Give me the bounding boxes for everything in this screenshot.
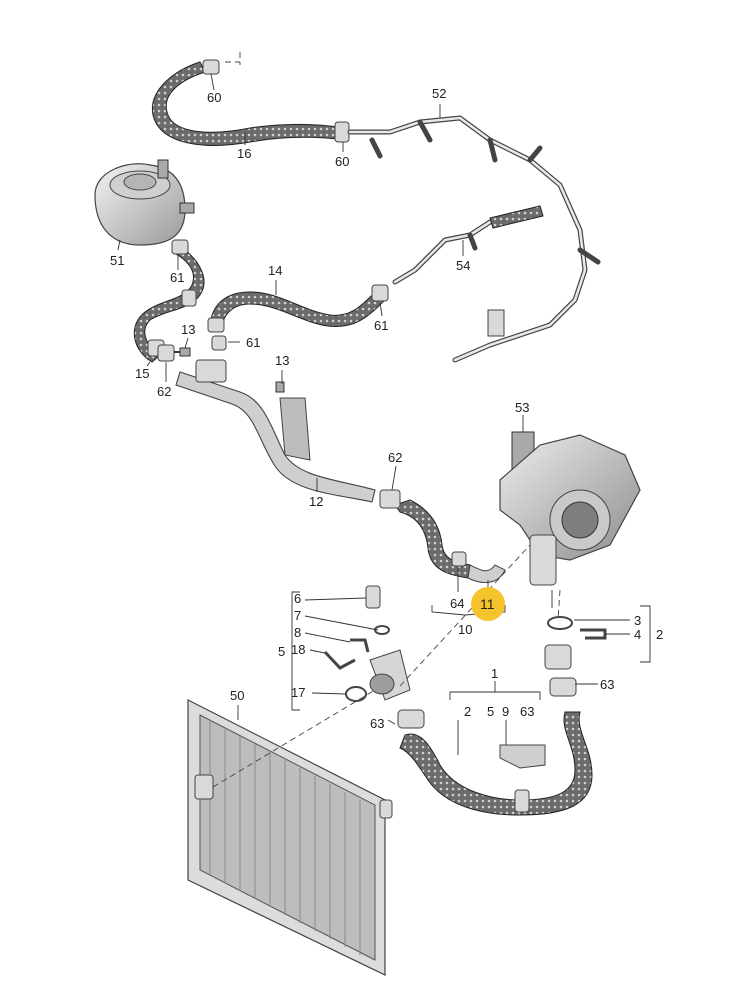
label-10: 10 xyxy=(458,622,472,637)
coolant-pipe-12 xyxy=(175,359,376,503)
label-54: 54 xyxy=(456,258,470,273)
label-60-top: 60 xyxy=(207,90,221,105)
o-ring-17 xyxy=(345,686,367,702)
label-2-right: 2 xyxy=(656,627,663,642)
hose-1 xyxy=(397,709,593,816)
hose-16 xyxy=(151,61,346,146)
label-8: 8 xyxy=(294,625,301,640)
label-13-lower: 13 xyxy=(275,353,289,368)
label-13-upper: 13 xyxy=(181,322,195,337)
thermostat-housing-53 xyxy=(499,431,641,586)
label-2-group1: 2 xyxy=(464,704,471,719)
pipe-54 xyxy=(392,205,544,285)
expansion-tank-51 xyxy=(94,159,195,246)
hose-15 xyxy=(133,239,205,363)
label-61-right: 61 xyxy=(374,318,388,333)
label-3: 3 xyxy=(634,613,641,628)
elbow-11 xyxy=(467,564,506,583)
label-63-right: 63 xyxy=(600,677,614,692)
clip-4 xyxy=(580,628,607,640)
label-50: 50 xyxy=(230,688,244,703)
label-61-tank: 61 xyxy=(170,270,184,285)
highlight-circle xyxy=(471,587,505,621)
label-63-group1: 63 xyxy=(520,704,534,719)
label-9: 9 xyxy=(502,704,509,719)
leader-lines xyxy=(117,52,651,788)
label-52: 52 xyxy=(432,86,446,101)
label-12: 12 xyxy=(309,494,323,509)
label-60-mid: 60 xyxy=(335,154,349,169)
bracket-9 xyxy=(499,744,546,769)
connector-5 xyxy=(369,649,411,701)
hose-14 xyxy=(207,284,389,333)
label-63-left: 63 xyxy=(370,716,384,731)
sensor-6 xyxy=(365,585,381,609)
part-labels: 60 16 60 52 51 61 14 54 61 13 61 15 62 1… xyxy=(110,86,663,731)
clamp-62-upper xyxy=(157,344,175,362)
clip-8 xyxy=(350,638,370,653)
clamp-60-top xyxy=(202,59,220,75)
label-62-lower: 62 xyxy=(388,450,402,465)
label-51: 51 xyxy=(110,253,124,268)
label-15: 15 xyxy=(135,366,149,381)
clamp-60-mid xyxy=(334,121,350,143)
label-61-lower: 61 xyxy=(246,335,260,350)
label-4: 4 xyxy=(634,627,641,642)
label-11: 11 xyxy=(480,596,495,612)
o-ring-7 xyxy=(374,625,390,635)
radiator-50 xyxy=(187,699,393,976)
label-5-group1: 5 xyxy=(487,704,494,719)
label-14: 14 xyxy=(268,263,282,278)
label-7: 7 xyxy=(294,608,301,623)
label-18: 18 xyxy=(291,642,305,657)
label-53: 53 xyxy=(515,400,529,415)
clip-18 xyxy=(323,650,356,670)
bolt-13-lower xyxy=(275,381,285,393)
hose-10 xyxy=(379,489,471,579)
label-16: 16 xyxy=(237,146,251,161)
flange-63-right xyxy=(544,644,577,697)
label-64: 64 xyxy=(450,596,464,611)
label-5-left: 5 xyxy=(278,644,285,659)
label-6: 6 xyxy=(294,591,301,606)
pipe-52 xyxy=(347,115,601,363)
clamp-61-lower xyxy=(211,335,227,351)
label-62-upper: 62 xyxy=(157,384,171,399)
label-1: 1 xyxy=(491,666,498,681)
label-17: 17 xyxy=(291,685,305,700)
o-ring-3 xyxy=(547,616,573,630)
